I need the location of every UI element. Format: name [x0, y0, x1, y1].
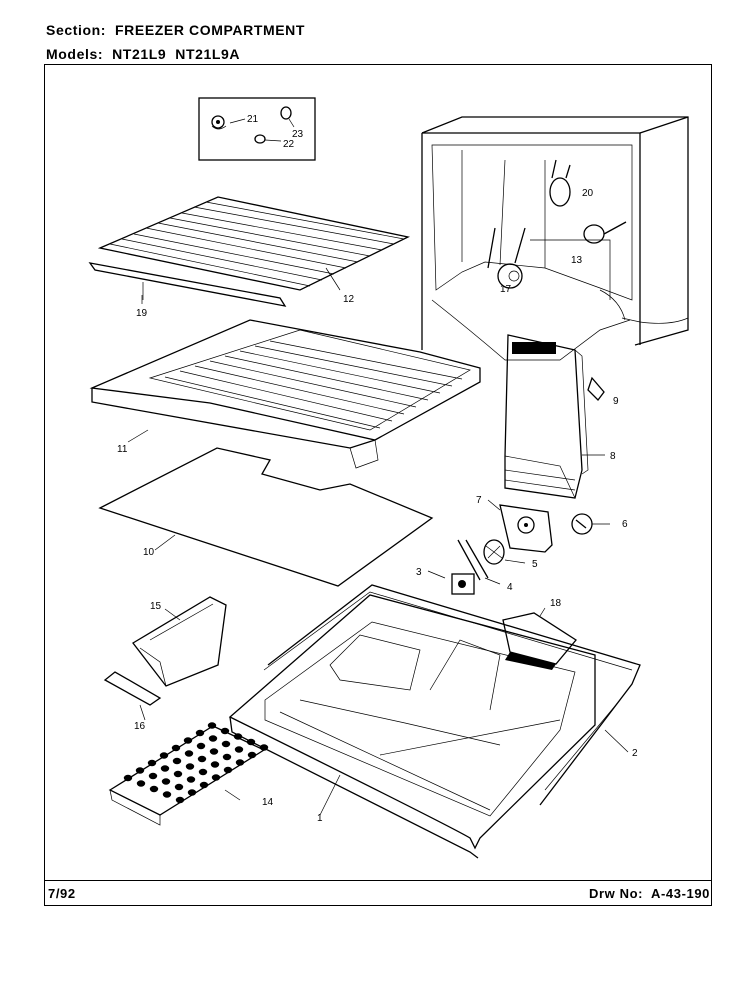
ice-cell	[123, 774, 133, 782]
ice-cell	[159, 752, 169, 759]
ice-cell	[207, 722, 217, 729]
callout-23: 23	[292, 129, 304, 140]
ice-cell	[148, 772, 158, 780]
callout-2: 2	[632, 748, 638, 759]
ice-cell	[247, 751, 257, 759]
revision-date: 7/92	[48, 886, 76, 901]
hardware-inset	[198, 97, 316, 161]
drawing-frame	[44, 64, 712, 906]
drawing-number-value: A-43-190	[651, 886, 710, 901]
ice-bucket	[132, 596, 227, 687]
callout-21: 21	[247, 114, 259, 125]
ice-cell	[184, 750, 194, 757]
ice-cell	[222, 753, 232, 761]
ice-tray-cells	[123, 722, 269, 804]
section-value: FREEZER COMPARTMENT	[115, 22, 306, 38]
ice-cell	[220, 727, 230, 735]
ice-cell	[136, 780, 146, 787]
ice-cell	[221, 740, 231, 748]
ice-cell	[211, 774, 221, 781]
models-heading: Models: NT21L9 NT21L9A	[46, 46, 240, 62]
freezer-floor-liner	[228, 594, 596, 859]
bucket-handle	[103, 671, 162, 706]
ice-cell	[197, 755, 207, 763]
ice-cell	[187, 789, 197, 796]
callout-10: 10	[143, 547, 155, 558]
section-label: Section:	[46, 22, 107, 38]
ice-cell	[160, 765, 170, 772]
callout-7: 7	[476, 495, 482, 506]
ice-cell	[183, 737, 193, 744]
callout-15: 15	[150, 601, 162, 612]
callout-17: 17	[500, 284, 512, 295]
callout-13: 13	[571, 255, 583, 266]
section-heading: Section: FREEZER COMPARTMENT	[46, 22, 305, 38]
evaporator-cover	[502, 612, 577, 670]
ice-cell	[161, 778, 171, 785]
door-gasket	[263, 584, 641, 806]
callout-22: 22	[283, 139, 295, 150]
leader-lines	[127, 267, 629, 816]
callout-19: 19	[136, 308, 148, 319]
callout-4: 4	[507, 582, 513, 593]
ice-cell	[149, 785, 159, 793]
callout-3: 3	[416, 567, 422, 578]
callout-1: 1	[317, 813, 323, 824]
ice-cell	[173, 770, 183, 778]
ice-cell	[196, 742, 206, 750]
ice-cell	[223, 766, 233, 774]
ice-cell	[162, 791, 172, 798]
callout-12: 12	[343, 294, 355, 305]
ice-cell	[234, 746, 244, 753]
drawing-number-label: Drw No:	[589, 886, 644, 901]
callout-8: 8	[610, 451, 616, 462]
freezer-cabinet	[421, 116, 689, 361]
callout-11: 11	[117, 444, 128, 455]
callout-5: 5	[532, 559, 538, 570]
ice-cell	[195, 729, 205, 737]
ice-cell	[210, 761, 220, 768]
shelf-front-trim	[88, 262, 287, 307]
callout-6: 6	[622, 519, 628, 530]
ice-cell	[175, 796, 185, 804]
ribbed-shelf	[89, 319, 481, 469]
ice-cell	[186, 776, 196, 783]
ice-cell	[135, 767, 145, 774]
ice-cell	[198, 768, 208, 776]
callout-labels: 21 23 22 20 13 17 12 19 11 9 8 7 6 10 5 …	[117, 114, 638, 824]
ice-cell	[208, 735, 218, 742]
ice-cell	[147, 759, 157, 767]
drawing-number: Drw No: A-43-190	[589, 886, 710, 901]
ice-cell	[233, 733, 243, 740]
glass-panel	[98, 447, 434, 587]
ice-cell	[235, 759, 245, 766]
callout-20: 20	[582, 188, 594, 199]
ice-cell	[174, 783, 184, 791]
ice-cell	[199, 781, 209, 789]
wire-shelf	[97, 196, 410, 291]
callout-18: 18	[550, 598, 562, 609]
ice-cell	[171, 744, 181, 752]
footer-divider	[44, 880, 712, 881]
callout-14: 14	[262, 797, 274, 808]
ice-cell	[172, 757, 182, 765]
models-value: NT21L9 NT21L9A	[112, 46, 241, 62]
ice-cell	[185, 763, 195, 770]
fan-assembly	[451, 504, 593, 595]
ice-cell	[209, 748, 219, 755]
air-duct	[504, 334, 605, 499]
callout-9: 9	[613, 396, 619, 407]
models-label: Models:	[46, 46, 104, 62]
callout-16: 16	[134, 721, 146, 732]
